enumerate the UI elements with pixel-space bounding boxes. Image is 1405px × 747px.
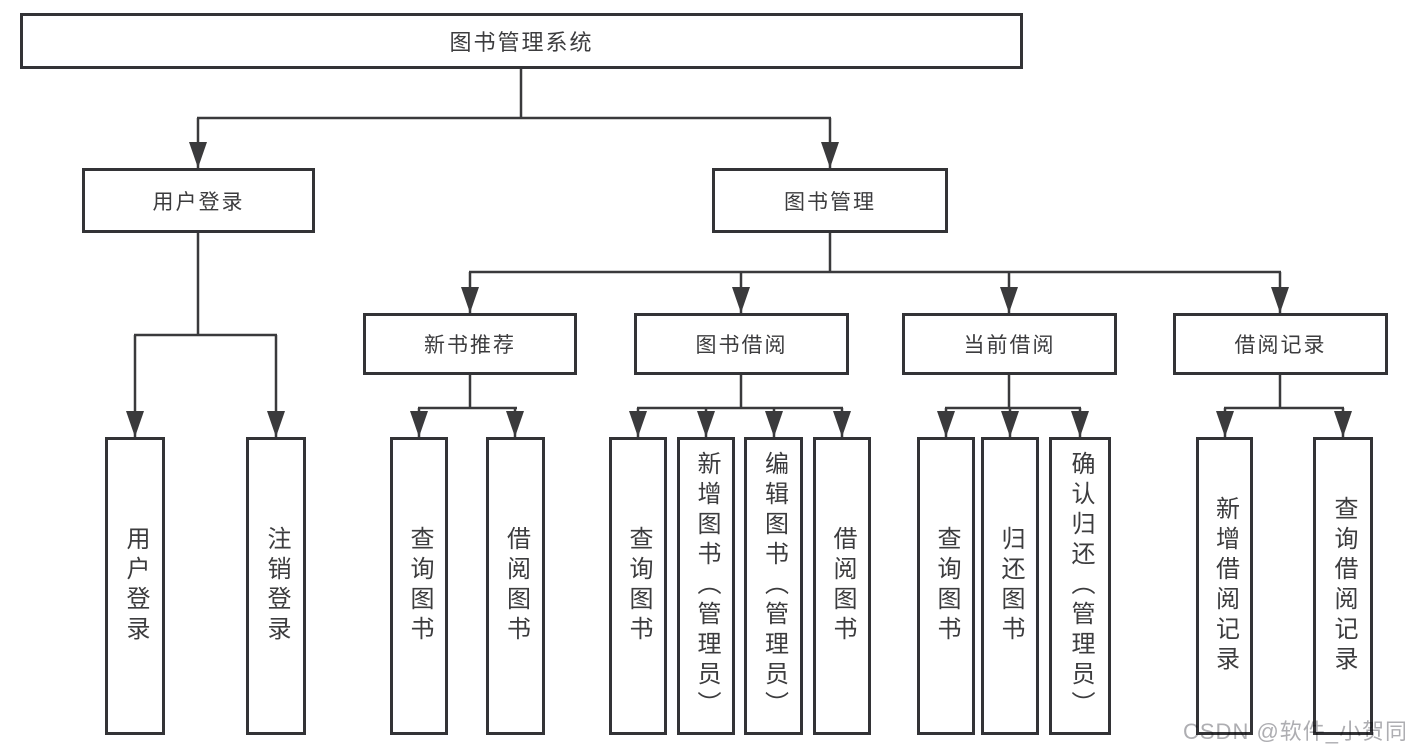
node-label: 图书管理 xyxy=(784,190,876,214)
leaf-current-confirm-return-admin: 确认归还（管理员） xyxy=(1049,437,1111,735)
leaf-label: 新增图书（管理员） xyxy=(693,451,720,721)
leaf-borrow-borrow-books: 借阅图书 xyxy=(813,437,871,735)
csdn-watermark: CSDN @软件_小贺同学 xyxy=(1183,719,1405,744)
node-label: 图书借阅 xyxy=(695,334,788,357)
leaf-label: 新增借阅记录 xyxy=(1211,496,1239,676)
node-user-login: 用户登录 xyxy=(82,168,315,233)
node-label: 当前借阅 xyxy=(963,334,1056,357)
leaf-recommend-borrow-books: 借阅图书 xyxy=(486,437,545,735)
leaf-label: 查询图书 xyxy=(625,526,652,646)
connector-book-mgmt-to-level3 xyxy=(461,233,1289,313)
leaf-current-return-books: 归还图书 xyxy=(981,437,1039,735)
leaf-label: 注销登录 xyxy=(263,526,290,646)
leaf-label: 查询借阅记录 xyxy=(1330,496,1357,676)
leaf-user-login: 用户登录 xyxy=(105,437,165,735)
node-book-management: 图书管理 xyxy=(712,168,948,233)
leaf-borrow-edit-books-admin: 编辑图书（管理员） xyxy=(744,437,803,735)
leaf-recommend-query-books: 查询图书 xyxy=(390,437,448,735)
node-current-borrowing: 当前借阅 xyxy=(902,313,1117,375)
leaf-label: 归还图书 xyxy=(997,526,1024,646)
leaf-label: 用户登录 xyxy=(122,526,149,646)
leaf-records-add-record: 新增借阅记录 xyxy=(1196,437,1253,735)
node-library-management-system: 图书管理系统 xyxy=(20,13,1023,69)
node-borrowing-records: 借阅记录 xyxy=(1173,313,1388,375)
connector-user-login-to-leaves xyxy=(126,233,285,437)
node-label: 借阅记录 xyxy=(1234,334,1327,357)
leaf-label: 借阅图书 xyxy=(502,526,530,646)
node-new-book-recommend: 新书推荐 xyxy=(363,313,577,375)
node-label: 用户登录 xyxy=(152,190,245,214)
leaf-label: 查询图书 xyxy=(406,526,433,646)
leaf-borrow-add-books-admin: 新增图书（管理员） xyxy=(677,437,735,735)
leaf-label: 确认归还（管理员） xyxy=(1067,451,1094,721)
node-label: 图书管理系统 xyxy=(449,30,594,55)
node-book-borrowing: 图书借阅 xyxy=(634,313,849,375)
connector-borrow-to-leaves xyxy=(629,375,851,437)
connector-records-to-leaves xyxy=(1216,375,1352,437)
connector-root-to-level2 xyxy=(189,68,839,168)
leaf-records-query-record: 查询借阅记录 xyxy=(1313,437,1373,735)
leaf-logout: 注销登录 xyxy=(246,437,306,735)
leaf-current-query-books: 查询图书 xyxy=(917,437,975,735)
connector-recommend-to-leaves xyxy=(410,375,524,437)
node-label: 新书推荐 xyxy=(424,334,516,357)
leaf-label: 借阅图书 xyxy=(829,526,856,646)
leaf-label: 编辑图书（管理员） xyxy=(760,451,788,721)
connector-current-to-leaves xyxy=(937,375,1089,437)
leaf-label: 查询图书 xyxy=(933,526,960,646)
leaf-borrow-query-books: 查询图书 xyxy=(609,437,667,735)
